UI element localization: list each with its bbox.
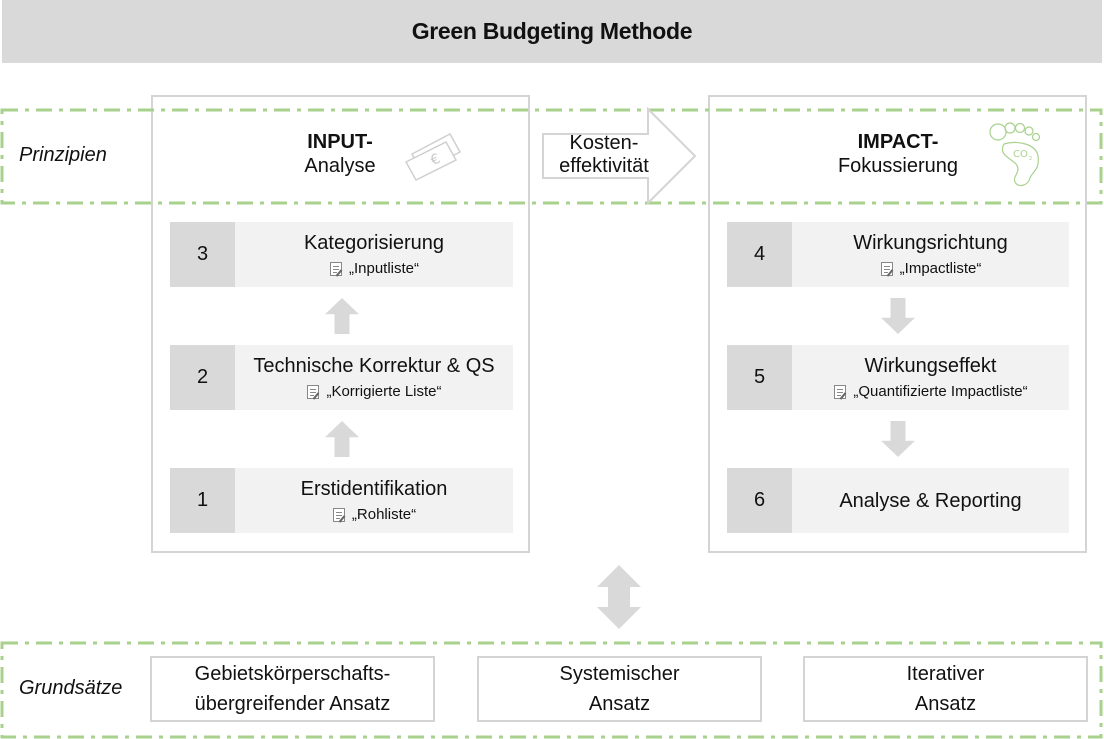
cost-effectiveness-arrow [542,107,697,205]
step-number: 5 [727,345,792,410]
input-step-3: 3 Kategorisierung „Inputliste“ [170,222,513,287]
step-title: Wirkungsrichtung [853,231,1008,254]
principle-iterativ: Iterativer Ansatz [803,656,1088,722]
step-title: Analyse & Reporting [839,489,1022,512]
impact-step-4: 4 Wirkungsrichtung „Impactliste“ [727,222,1069,287]
page-title: Green Budgeting Methode [411,18,693,44]
principles-label: Prinzipien [19,144,107,166]
input-title-bold: INPUT- [307,131,373,153]
step-title: Kategorisierung [303,231,445,254]
grundsaetze-label: Grundsätze [19,677,123,699]
impact-title-bold: IMPACT- [857,131,939,153]
principle-line1: Iterativer [906,663,985,685]
cost-effectiveness-line1: Kosten- [569,132,639,154]
principle-systemisch: Systemischer Ansatz [477,656,762,722]
svg-text:2: 2 [1029,156,1032,162]
document-edit-icon [880,261,896,277]
input-step-1: 1 Erstidentifikation „Rohliste“ [170,468,513,533]
cost-effectiveness-label: Kosten- effektivität [545,132,663,178]
step-output: „Inputliste“ [329,259,419,279]
step-output: „Impactliste“ [880,259,982,279]
step-output: „Korrigierte Liste“ [306,382,442,402]
principle-line2: Ansatz [914,693,977,715]
step-number: 1 [170,468,235,533]
document-edit-icon [306,384,322,400]
svg-text:CO: CO [1013,149,1028,160]
step-number: 3 [170,222,235,287]
step-output-label: „Korrigierte Liste“ [326,382,442,400]
input-panel-title: INPUT- Analyse [280,130,400,178]
step-number: 2 [170,345,235,410]
impact-panel-title: IMPACT- Fokussierung [818,130,978,178]
step-number: 4 [727,222,792,287]
grundsaetze-band-border [0,641,1103,739]
document-edit-icon [332,507,348,523]
input-panel [151,95,530,553]
document-edit-icon [329,261,345,277]
principle-line2: übergreifender Ansatz [194,693,391,715]
step-title: Wirkungseffekt [864,354,997,377]
double-arrow-icon [597,565,641,629]
step-title: Erstidentifikation [300,477,448,500]
step-output: „Rohliste“ [332,505,416,525]
euro-banknote-icon: € [404,132,462,181]
impact-panel [708,95,1087,553]
input-title-rest: Analyse [304,155,376,177]
impact-title-rest: Fokussierung [837,155,959,177]
principle-line1: Gebietskörperschafts- [194,663,391,685]
step-output-label: „Impactliste“ [899,259,982,277]
impact-step-6: 6 Analyse & Reporting [727,468,1069,533]
step-output-label: „Inputliste“ [348,259,420,277]
step-output: „Quantifizierte Impactliste“ [833,382,1028,402]
step-output-label: „Quantifizierte Impactliste“ [853,382,1028,400]
principle-line1: Systemischer [559,663,680,685]
cost-effectiveness-line2: effektivität [559,155,649,177]
co2-footprint-icon: CO 2 [989,122,1041,187]
principles-band-border [0,108,1103,205]
impact-step-5: 5 Wirkungseffekt „Quantifizierte Impactl… [727,345,1069,410]
principle-gebietskoerperschaft: Gebietskörperschafts- übergreifender Ans… [150,656,435,722]
document-edit-icon [833,384,849,400]
step-output-label: „Rohliste“ [351,505,417,523]
header-bar: Green Budgeting Methode [2,0,1102,63]
input-step-2: 2 Technische Korrektur & QS „Korrigierte… [170,345,513,410]
step-title: Technische Korrektur & QS [253,354,495,377]
principle-line2: Ansatz [588,693,651,715]
step-number: 6 [727,468,792,533]
